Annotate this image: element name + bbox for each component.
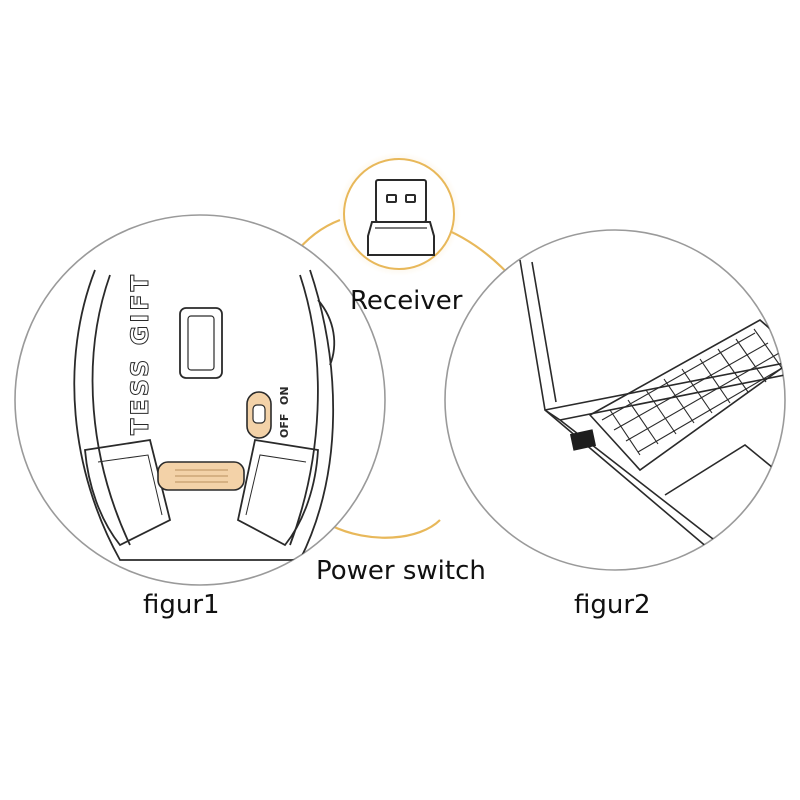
usb-pin-left xyxy=(386,194,397,203)
usb-pin-right xyxy=(405,194,416,203)
inserted-receiver xyxy=(569,429,597,451)
figure2-caption: figur2 xyxy=(574,590,651,620)
power-switch xyxy=(246,391,272,439)
sensor-window xyxy=(179,307,223,379)
figure1-caption: figur1 xyxy=(143,590,220,620)
keyboard-keys xyxy=(601,328,785,456)
power-switch-label: Power switch xyxy=(316,556,486,586)
receiver-label: Receiver xyxy=(350,286,463,316)
receiver-illustration xyxy=(337,152,461,276)
figure2-laptop xyxy=(444,229,786,571)
switch-on-label: ON xyxy=(278,386,291,405)
mouse-brand: TESS GIFT xyxy=(126,272,154,435)
figure1-mouse: TESS GIFT OFF ON xyxy=(14,214,386,586)
switch-off-label: OFF xyxy=(278,414,291,438)
